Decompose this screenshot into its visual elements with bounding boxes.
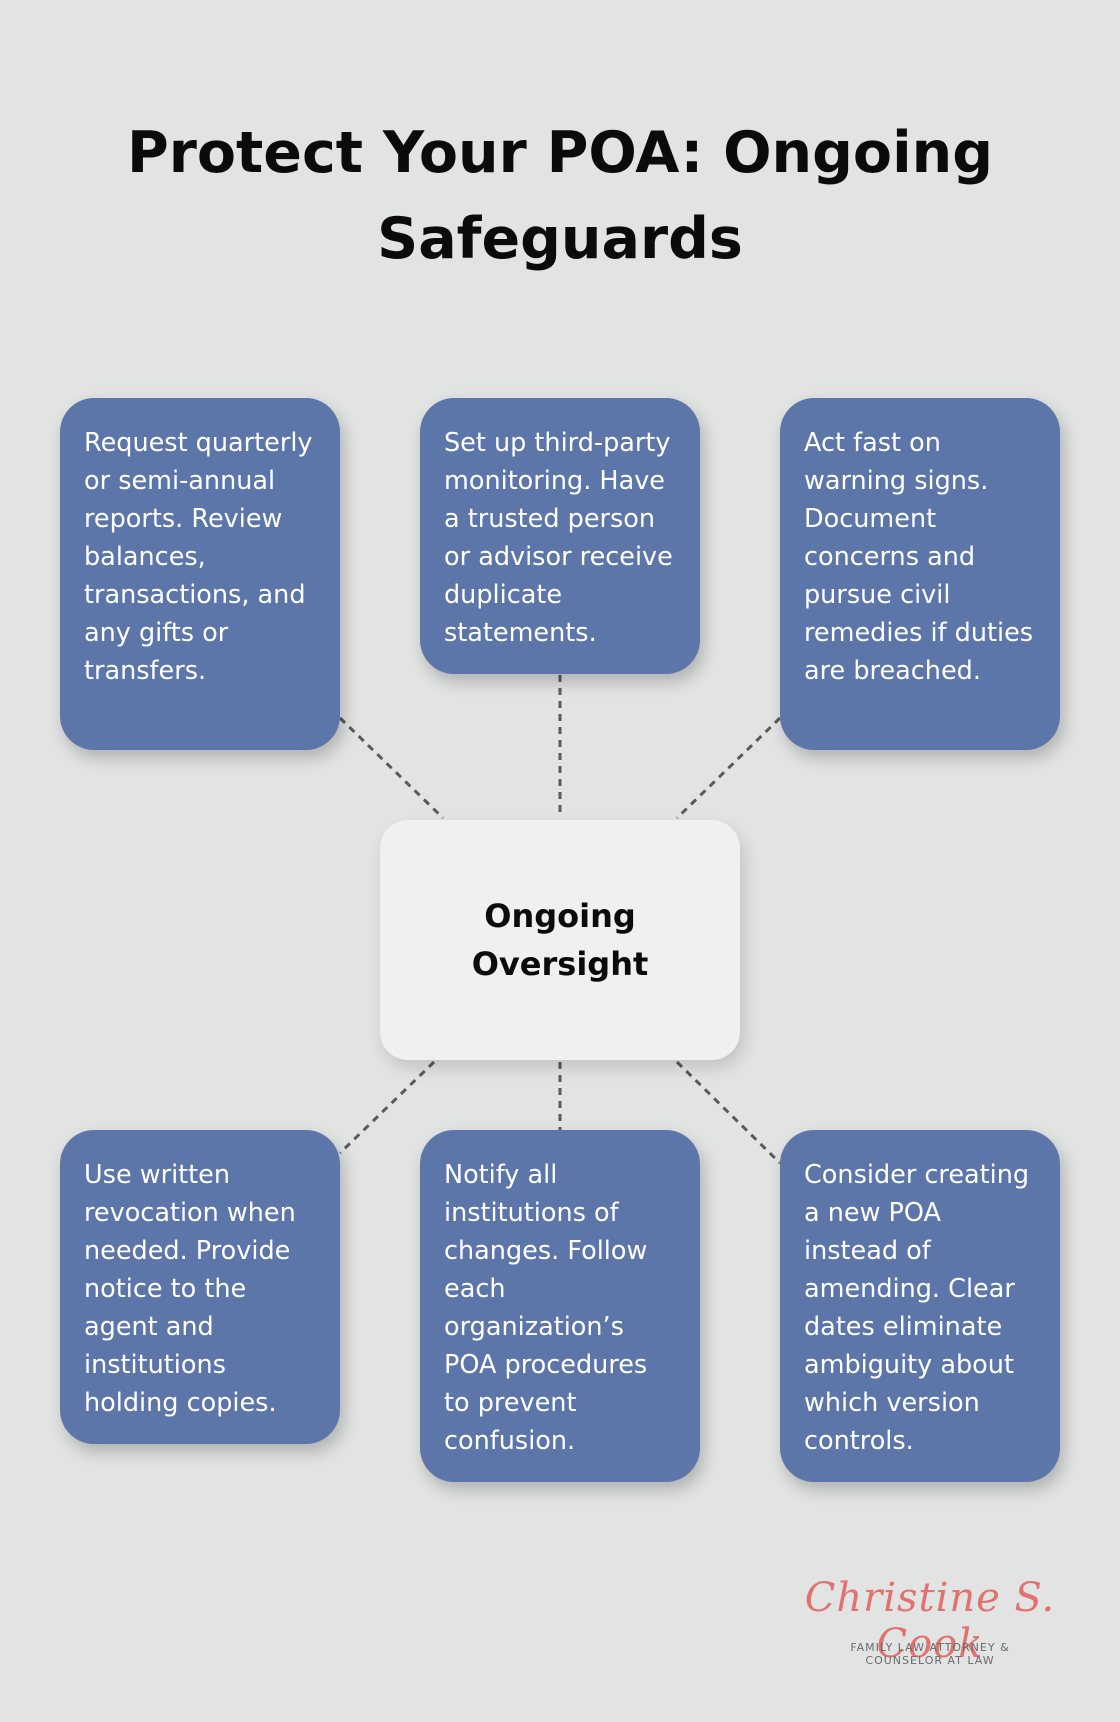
connector-top-right bbox=[675, 716, 782, 820]
center-label: Ongoing Oversight bbox=[471, 897, 649, 983]
safeguard-card-monitoring: Set up third-party monitoring. Have a tr… bbox=[420, 398, 700, 674]
safeguard-card-reports: Request quarterly or semi-annual reports… bbox=[60, 398, 340, 750]
card-text: Notify all institutions of changes. Foll… bbox=[444, 1160, 648, 1456]
card-text: Request quarterly or semi-annual reports… bbox=[84, 428, 313, 686]
safeguard-card-revocation: Use written revocation when needed. Prov… bbox=[60, 1130, 340, 1444]
safeguard-card-notify: Notify all institutions of changes. Foll… bbox=[420, 1130, 700, 1482]
card-text: Act fast on warning signs. Document conc… bbox=[804, 428, 1034, 686]
logo-name: Christine S. Cook bbox=[804, 1575, 1056, 1667]
card-text: Use written revocation when needed. Prov… bbox=[84, 1160, 296, 1418]
logo-subtitle: FAMILY LAW ATTORNEY & COUNSELOR AT LAW bbox=[850, 1641, 1010, 1667]
safeguard-card-warning-signs: Act fast on warning signs. Document conc… bbox=[780, 398, 1060, 750]
connector-bottom-left bbox=[338, 1060, 436, 1155]
page-title: Protect Your POA: Ongoing Safeguards bbox=[127, 120, 993, 272]
card-text: Consider creating a new POA instead of a… bbox=[804, 1160, 1030, 1456]
connector-top-left bbox=[338, 716, 445, 820]
center-node: Ongoing Oversight bbox=[380, 820, 740, 1060]
card-text: Set up third-party monitoring. Have a tr… bbox=[444, 428, 673, 648]
safeguard-card-new-poa: Consider creating a new POA instead of a… bbox=[780, 1130, 1060, 1482]
brand-logo: Christine S. Cook FAMILY LAW ATTORNEY & … bbox=[790, 1575, 1070, 1670]
connector-bottom-right bbox=[675, 1060, 782, 1165]
